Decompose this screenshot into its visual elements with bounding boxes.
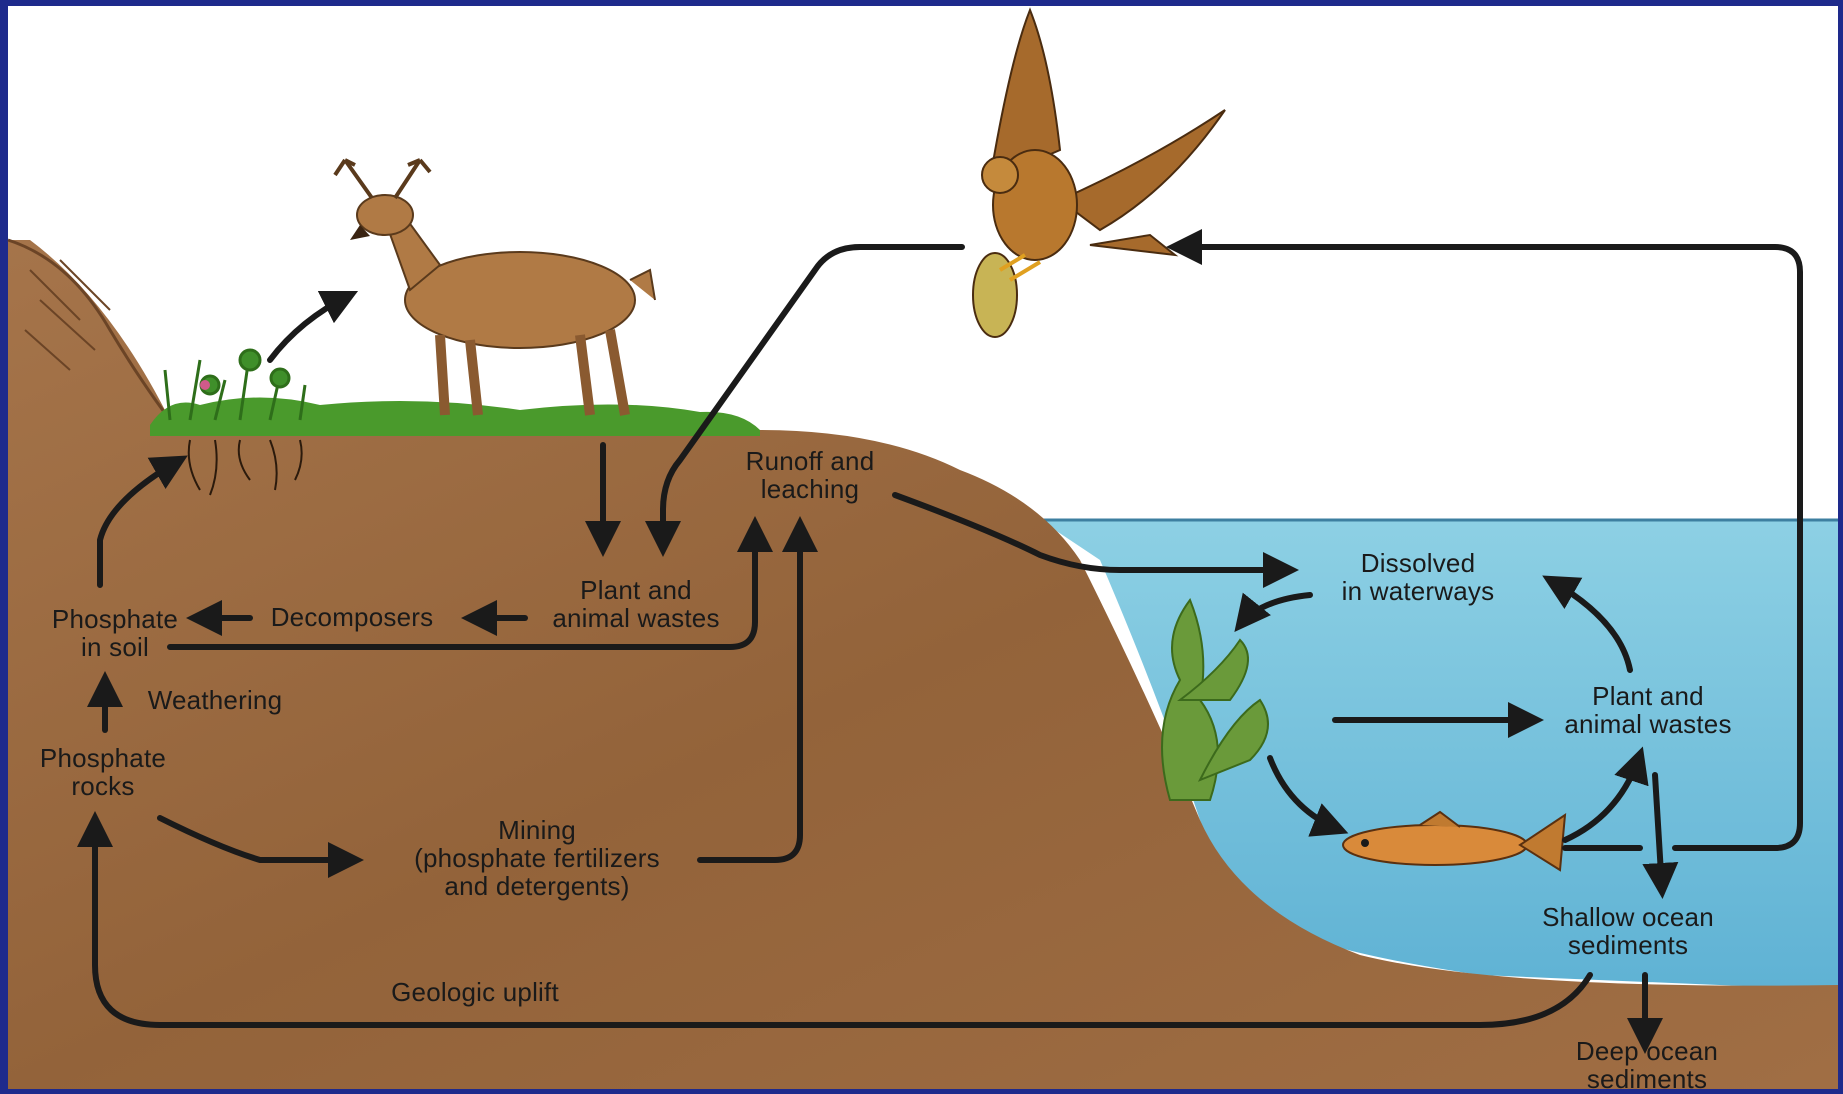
label-mining: Mining (phosphate fertilizers and deterg… bbox=[414, 816, 660, 900]
label-phosphate-in-soil: Phosphate in soil bbox=[52, 605, 178, 661]
label-plant-animal-wastes-land: Plant and animal wastes bbox=[552, 576, 719, 632]
label-runoff-leaching: Runoff and leaching bbox=[746, 447, 875, 503]
label-shallow-ocean-sediments: Shallow ocean sediments bbox=[1542, 903, 1714, 959]
label-weathering: Weathering bbox=[148, 686, 283, 714]
label-geologic-uplift: Geologic uplift bbox=[391, 978, 559, 1006]
label-plant-animal-wastes-water: Plant and animal wastes bbox=[1564, 682, 1731, 738]
label-phosphate-rocks: Phosphate rocks bbox=[40, 744, 166, 800]
label-deep-ocean-sediments: Deep ocean sediments bbox=[1549, 1037, 1745, 1093]
label-dissolved-waterways: Dissolved in waterways bbox=[1342, 549, 1495, 605]
label-decomposers: Decomposers bbox=[271, 603, 434, 631]
